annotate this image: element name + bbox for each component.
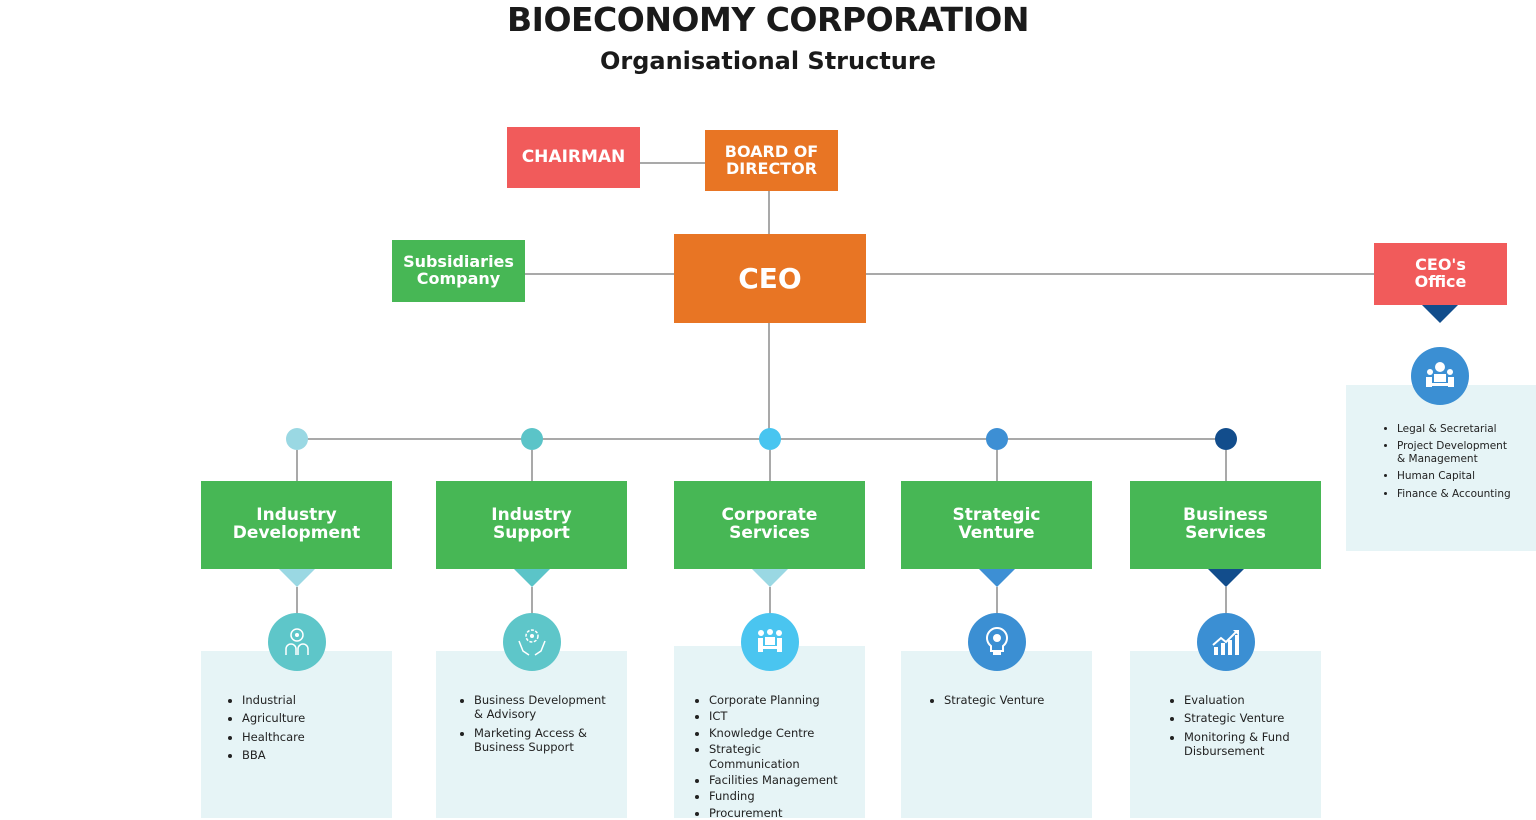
pointer-triangle <box>278 569 315 587</box>
list-item: Project Development & Management <box>1397 440 1517 466</box>
department-box: Business Services <box>1130 481 1321 569</box>
connector <box>530 587 533 614</box>
list-item: Finance & Accounting <box>1397 488 1536 501</box>
connector <box>640 162 705 164</box>
connector <box>866 273 1374 275</box>
connector <box>995 587 998 614</box>
list-item: Funding <box>709 789 850 803</box>
connector <box>768 587 771 614</box>
list-item: Strategic Venture <box>1184 711 1325 725</box>
lightbulb-gear-icon <box>967 613 1026 671</box>
connector <box>1224 587 1227 614</box>
list-item: Strategic Venture <box>944 693 1085 707</box>
board-of-director-box: BOARD OF DIRECTOR <box>705 130 838 191</box>
department-panel: Strategic Venture <box>901 651 1092 818</box>
ceo-box: CEO <box>674 234 866 323</box>
list-item: Strategic Communication <box>709 742 850 771</box>
page-subtitle: Organisational Structure <box>599 47 937 75</box>
connector-dot <box>985 428 1008 450</box>
pointer-triangle <box>1422 305 1458 323</box>
connector <box>768 450 771 481</box>
department-box: Corporate Services <box>674 481 865 569</box>
connector <box>768 191 770 234</box>
connector <box>295 450 298 481</box>
ceo-office-list: Legal & Secretarial Project Development … <box>1383 423 1536 501</box>
growth-chart-icon <box>1196 613 1255 671</box>
list-item: Legal & Secretarial <box>1397 423 1536 436</box>
list-item: BBA <box>242 748 383 762</box>
list-item: Evaluation <box>1184 693 1325 707</box>
department-panel: Business Development & AdvisoryMarketing… <box>436 651 627 818</box>
list-item: Marketing Access & Business Support <box>474 726 615 755</box>
list-item: Business Development & Advisory <box>474 693 615 722</box>
chairman-box: CHAIRMAN <box>507 127 640 188</box>
connector <box>295 587 298 614</box>
list-item: Monitoring & Fund Disbursement <box>1184 730 1325 759</box>
connector <box>525 273 674 275</box>
department-list: Strategic Venture <box>930 693 1085 707</box>
list-item: Healthcare <box>242 730 383 744</box>
subsidiaries-company-box: Subsidiaries Company <box>392 240 525 302</box>
department-box: Industry Support <box>436 481 627 569</box>
connector <box>530 450 533 481</box>
connector <box>1224 450 1227 481</box>
pointer-triangle <box>1207 569 1244 587</box>
pointer-triangle <box>978 569 1015 587</box>
ceo-office-box: CEO's Office <box>1374 243 1507 305</box>
meeting-icon <box>740 613 799 671</box>
department-panel: IndustrialAgricultureHealthcareBBA <box>201 651 392 818</box>
connector <box>768 323 770 439</box>
connector <box>995 450 998 481</box>
connector-dot <box>285 428 308 450</box>
department-list: IndustrialAgricultureHealthcareBBA <box>228 693 383 763</box>
team-icon <box>1411 347 1469 405</box>
connector-dot <box>1214 428 1237 450</box>
department-panel: EvaluationStrategic VentureMonitoring & … <box>1130 651 1321 818</box>
ceo-office-panel: Legal & Secretarial Project Development … <box>1346 385 1536 551</box>
list-item: Knowledge Centre <box>709 726 850 740</box>
innovation-people-icon <box>267 613 326 671</box>
department-box: Strategic Venture <box>901 481 1092 569</box>
pointer-triangle <box>513 569 550 587</box>
department-panel: Corporate PlanningICT Knowledge CentreStr… <box>674 646 865 820</box>
list-item: Corporate Planning <box>709 693 850 707</box>
hands-gear-icon <box>502 613 561 671</box>
department-list: Corporate PlanningICT Knowledge CentreStr… <box>695 693 850 820</box>
list-item: Agriculture <box>242 711 383 725</box>
list-item: Facilities Management <box>709 773 850 787</box>
department-list: Business Development & AdvisoryMarketing… <box>460 693 615 755</box>
list-item: Procurement <box>709 806 850 820</box>
connector-dot <box>520 428 543 450</box>
connector-dot <box>758 428 781 450</box>
list-item: Human Capital <box>1397 470 1536 483</box>
list-item: Industrial <box>242 693 383 707</box>
page-title: BIOECONOMY CORPORATION <box>507 0 1029 39</box>
pointer-triangle <box>751 569 788 587</box>
department-box: Industry Development <box>201 481 392 569</box>
list-item: ICT <box>709 709 850 723</box>
department-list: EvaluationStrategic VentureMonitoring & … <box>1170 693 1325 759</box>
